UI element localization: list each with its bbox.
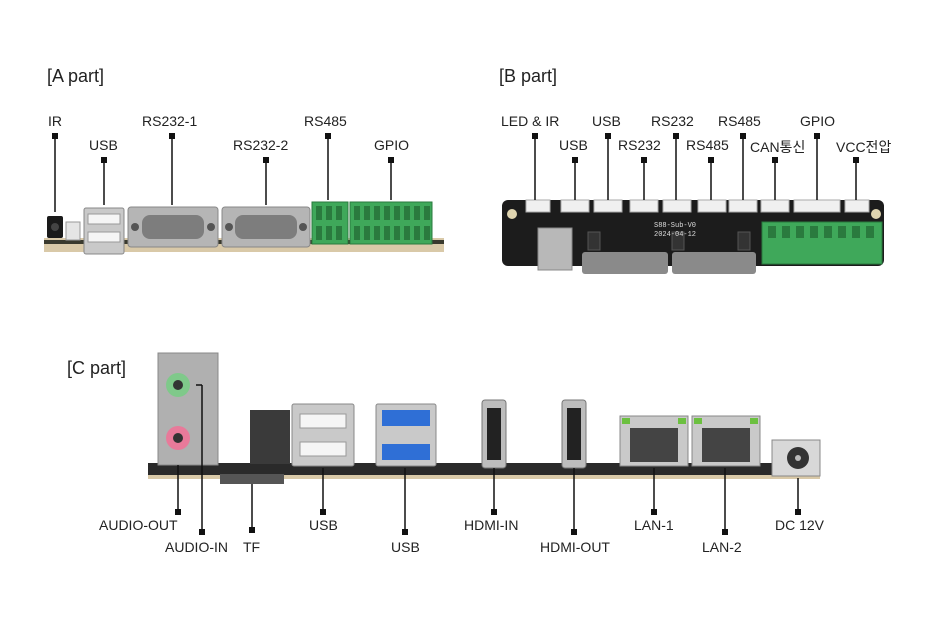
label-b-gpio: GPIO (800, 113, 836, 129)
label-a-rs232-1: RS232-1 (142, 113, 198, 129)
label-a-ir: IR (48, 113, 62, 129)
pcb-silkscreen-name: S88-Sub-V0 (654, 222, 696, 230)
label-a-usb: USB (89, 137, 118, 153)
label-a-rs485: RS485 (304, 113, 347, 129)
gpio-terminal-b (761, 221, 883, 265)
usb-port-b (537, 227, 573, 271)
label-b-led-ir: LED & IR (501, 113, 560, 129)
label-c-audio-in: AUDIO-IN (165, 539, 228, 555)
board-b: S88-Sub-V0 2024-04-12 (502, 133, 884, 274)
label-b-rs232-2: RS232 (651, 113, 694, 129)
section-a-title: [A part] (47, 66, 105, 86)
label-a-rs232-2: RS232-2 (233, 137, 289, 153)
label-c-lan-2: LAN-2 (702, 539, 742, 555)
section-b-title: [B part] (499, 66, 558, 86)
label-b-rs232-1: RS232 (618, 137, 661, 153)
section-c-title: [C part] (67, 358, 127, 378)
tf-slot (220, 474, 284, 484)
label-c-tf: TF (243, 539, 261, 555)
pcb-silkscreen-date: 2024-04-12 (654, 231, 696, 239)
label-c-audio-out: AUDIO-OUT (99, 517, 178, 533)
label-c-hdmi-in: HDMI-IN (464, 517, 519, 533)
label-b-usb-1: USB (559, 137, 588, 153)
label-b-usb-2: USB (592, 113, 621, 129)
board-c (148, 352, 821, 535)
label-c-usb-1: USB (309, 517, 338, 533)
label-c-usb-2: USB (391, 539, 420, 555)
usb2-port-c (291, 403, 355, 467)
label-c-hdmi-out: HDMI-OUT (540, 539, 610, 555)
label-b-vcc: VCC전압 (836, 139, 892, 155)
label-b-rs485-1: RS485 (686, 137, 729, 153)
label-c-dc-12v: DC 12V (775, 517, 825, 533)
label-a-gpio: GPIO (374, 137, 410, 153)
label-c-lan-1: LAN-1 (634, 517, 674, 533)
label-b-can: CAN통신 (750, 139, 806, 155)
audio-bracket (157, 352, 219, 466)
label-b-rs485-2: RS485 (718, 113, 761, 129)
board-a (44, 133, 444, 255)
